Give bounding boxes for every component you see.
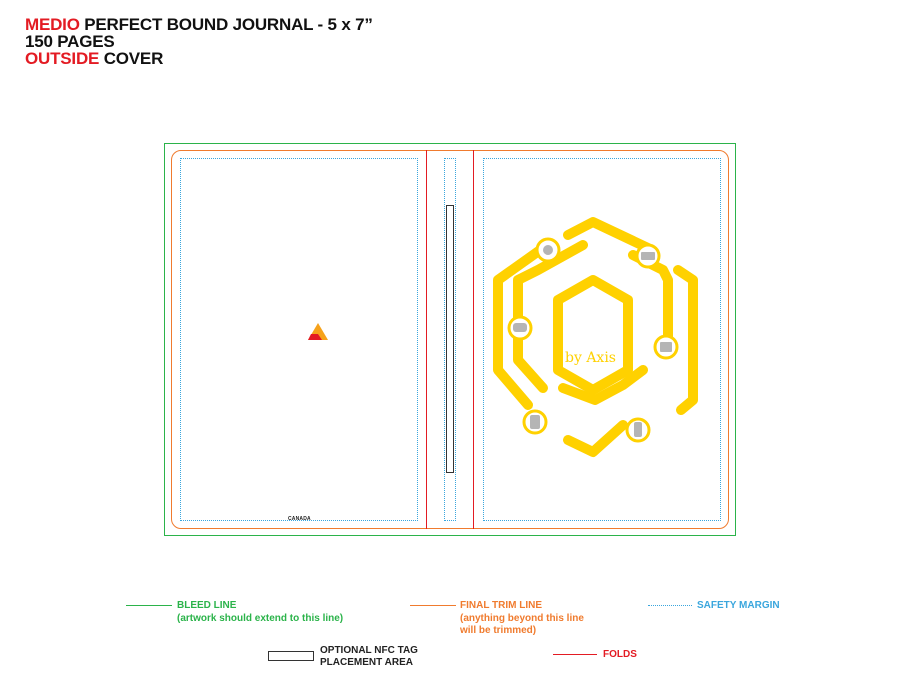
trim-line-swatch bbox=[410, 605, 456, 606]
safety-margin-spine bbox=[444, 158, 456, 521]
hexagon-logo bbox=[493, 217, 698, 457]
template-header: MEDIO PERFECT BOUND JOURNAL - 5 x 7” 150… bbox=[25, 16, 373, 67]
legend-nfc-title-1: OPTIONAL NFC TAG bbox=[320, 645, 418, 656]
header-line-2: 150 PAGES bbox=[25, 32, 115, 51]
cover-word: COVER bbox=[99, 49, 164, 68]
safety-margin-front bbox=[483, 158, 721, 521]
trim-line-frame bbox=[171, 150, 729, 529]
legend-folds-title: FOLDS bbox=[603, 649, 637, 660]
legend-trim-note-2: will be trimmed) bbox=[460, 625, 537, 636]
legend-safety-title: SAFETY MARGIN bbox=[697, 600, 780, 611]
legend-bleed-title: BLEED LINE bbox=[177, 600, 237, 611]
front-logo-text: by Axis bbox=[565, 350, 616, 366]
legend-trim-note-1: (anything beyond this line bbox=[460, 613, 584, 624]
product-description: PERFECT BOUND JOURNAL - 5 x 7” bbox=[79, 15, 373, 34]
header-line-3: OUTSIDE COVER bbox=[25, 50, 373, 67]
nfc-placement-area bbox=[446, 205, 454, 473]
back-cover-label: CANADA bbox=[288, 516, 311, 522]
product-name: MEDIO bbox=[25, 15, 80, 34]
fold-line-left bbox=[426, 150, 427, 529]
nfc-area-swatch bbox=[268, 651, 314, 661]
legend-nfc-title-2: PLACEMENT AREA bbox=[320, 657, 413, 668]
triangle-logo-icon bbox=[308, 323, 328, 340]
folds-swatch bbox=[553, 654, 597, 655]
bleed-line-frame bbox=[164, 143, 736, 536]
header-line-1: MEDIO PERFECT BOUND JOURNAL - 5 x 7” bbox=[25, 16, 373, 33]
safety-margin-swatch bbox=[648, 605, 692, 606]
legend-bleed-note: (artwork should extend to this line) bbox=[177, 613, 344, 624]
fold-line-right bbox=[473, 150, 474, 529]
safety-margin-back bbox=[180, 158, 418, 521]
legend-trim-title: FINAL TRIM LINE bbox=[460, 600, 543, 611]
bleed-line-swatch bbox=[126, 605, 172, 606]
cover-side: OUTSIDE bbox=[25, 49, 100, 68]
